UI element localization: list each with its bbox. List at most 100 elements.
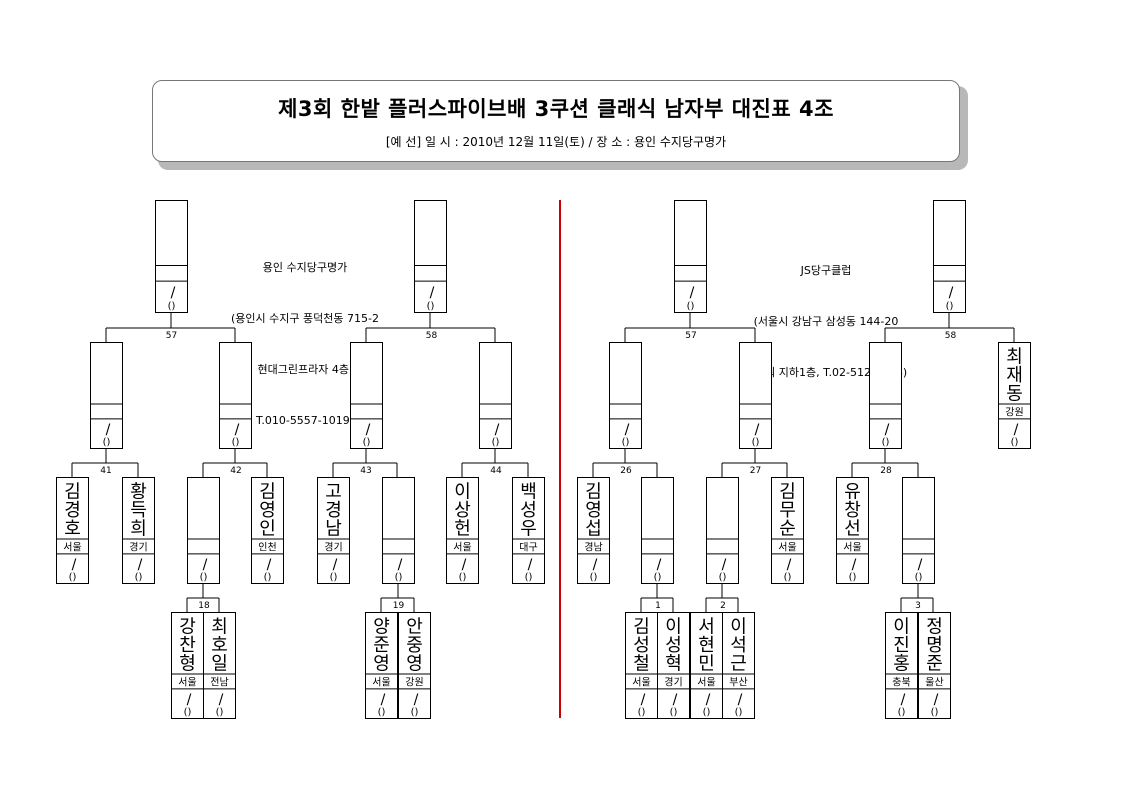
- slot-frame: [998, 342, 1031, 449]
- empty-slot: /(): [155, 200, 188, 313]
- handicap-parens: (): [411, 707, 419, 718]
- player-region: 대구: [519, 541, 537, 553]
- slot-frame: [122, 477, 155, 584]
- score-slash: /: [528, 557, 533, 573]
- player-name-char: 정: [926, 616, 943, 637]
- player-name-char: 일: [211, 653, 228, 674]
- handicap-parens: (): [200, 572, 208, 583]
- page-title: 제3회 한밭 플러스파이브배 3쿠션 클래식 남자부 대진표 4조: [278, 97, 834, 121]
- player-name-char: 김: [64, 481, 81, 502]
- score-slash: /: [593, 557, 598, 573]
- slot-frame: [155, 200, 188, 313]
- player-region: 충북: [892, 676, 910, 688]
- empty-slot: /(): [674, 200, 707, 313]
- player-name-char: 남: [325, 518, 342, 539]
- handicap-parens: (): [378, 707, 386, 718]
- match-number: 1: [655, 601, 661, 611]
- player-name-char: 김: [585, 481, 602, 502]
- slot-frame: [317, 477, 350, 584]
- score-slash: /: [187, 692, 192, 708]
- handicap-parens: (): [363, 437, 371, 448]
- slot-frame: [918, 612, 951, 719]
- player-name-char: 철: [633, 653, 650, 674]
- venue-left-phone: T.010-5557-1019): [255, 414, 355, 427]
- handicap-parens: (): [103, 437, 111, 448]
- match-number: 28: [880, 466, 892, 476]
- slot-frame: [625, 612, 658, 719]
- score-slash: /: [235, 422, 240, 438]
- slot-frame: [577, 477, 610, 584]
- player-name-char: 최: [1006, 346, 1023, 367]
- score-slash: /: [657, 557, 662, 573]
- player-name-char: 백: [520, 481, 537, 502]
- handicap-parens: (): [492, 437, 500, 448]
- empty-slot: /(): [902, 477, 935, 584]
- player-region: 서울: [632, 676, 650, 688]
- match-number: 58: [945, 331, 957, 341]
- score-slash: /: [641, 692, 646, 708]
- player-region: 서울: [843, 541, 861, 553]
- player-name-char: 호: [211, 635, 228, 656]
- player-name-char: 성: [633, 635, 650, 656]
- score-slash: /: [462, 557, 467, 573]
- match-number: 57: [166, 331, 177, 341]
- score-slash: /: [381, 692, 386, 708]
- score-slash: /: [625, 422, 630, 438]
- player-name-char: 선: [844, 518, 861, 539]
- player-name-char: 고: [325, 481, 342, 502]
- handicap-parens: (): [69, 572, 77, 583]
- player-name-char: 성: [520, 500, 537, 521]
- slot-frame: [512, 477, 545, 584]
- slot-frame: [609, 342, 642, 449]
- handicap-parens: (): [784, 572, 792, 583]
- player-name-char: 희: [130, 518, 147, 539]
- player-name-char: 서: [698, 616, 715, 637]
- slot-frame: [739, 342, 772, 449]
- handicap-parens: (): [931, 707, 939, 718]
- score-slash: /: [738, 692, 743, 708]
- slot-frame: [479, 342, 512, 449]
- player-name-char: 준: [926, 653, 943, 674]
- slot-frame: [641, 477, 674, 584]
- slot-frame: [885, 612, 918, 719]
- venue-left-name: 용인 수지당구명가: [262, 261, 348, 274]
- slot-frame: [187, 477, 220, 584]
- venue-right-name: JS당구클럽: [800, 264, 852, 277]
- empty-slot: /(): [350, 342, 383, 449]
- player-name-char: 근: [730, 653, 747, 674]
- score-slash: /: [918, 557, 923, 573]
- handicap-parens: (): [395, 572, 403, 583]
- slot-frame: [350, 342, 383, 449]
- empty-slot: /(): [90, 342, 123, 449]
- player-region: 강원: [405, 676, 423, 688]
- slot-frame: [446, 477, 479, 584]
- match-number: 57: [685, 331, 696, 341]
- player-name-char: 홍: [893, 653, 910, 674]
- match-number: 19: [393, 601, 405, 611]
- page-subtitle: [예 선] 일 시 : 2010년 12월 11일(토) / 장 소 : 용인 …: [385, 135, 727, 149]
- score-slash: /: [901, 692, 906, 708]
- match-number: 27: [750, 466, 761, 476]
- score-slash: /: [203, 557, 208, 573]
- player-region: 울산: [925, 676, 943, 688]
- score-slash: /: [722, 557, 727, 573]
- score-slash: /: [106, 422, 111, 438]
- player-region: 서울: [372, 676, 390, 688]
- handicap-parens: (): [135, 572, 143, 583]
- score-slash: /: [934, 692, 939, 708]
- player-name-char: 영: [406, 653, 423, 674]
- player-name-char: 준: [373, 635, 390, 656]
- player-name-char: 호: [64, 518, 81, 539]
- score-slash: /: [673, 692, 678, 708]
- handicap-parens: (): [946, 301, 954, 312]
- score-slash: /: [171, 285, 176, 301]
- player-name-char: 중: [406, 635, 423, 656]
- handicap-parens: (): [330, 572, 338, 583]
- handicap-parens: (): [427, 301, 435, 312]
- player-region: 서울: [778, 541, 796, 553]
